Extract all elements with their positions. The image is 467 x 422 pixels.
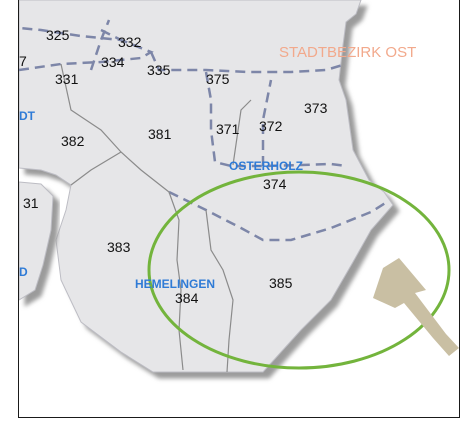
partial-district-label: DT xyxy=(19,109,36,123)
area-number-label[interactable]: 373 xyxy=(304,100,328,116)
area-number-label[interactable]: 335 xyxy=(147,62,171,78)
area-number-label[interactable]: 385 xyxy=(269,275,293,291)
partial-district-label: D xyxy=(19,265,28,279)
land-area xyxy=(19,0,394,373)
district-label-osterholz[interactable]: OSTERHOLZ xyxy=(229,159,303,173)
land-area-left xyxy=(19,181,54,301)
area-number-label[interactable]: 334 xyxy=(101,54,125,70)
region-label: STADTBEZIRK OST xyxy=(279,44,416,61)
area-number-label[interactable]: 331 xyxy=(55,71,79,87)
area-number-label[interactable]: 374 xyxy=(263,176,287,192)
area-number-label: 7 xyxy=(19,53,27,69)
area-number-label[interactable]: 382 xyxy=(61,133,85,149)
district-label-hemelingen[interactable]: HEMELINGEN xyxy=(135,277,215,291)
area-boundaries xyxy=(60,63,252,373)
area-number-label[interactable]: 31 xyxy=(23,195,39,211)
district-map[interactable]: STADTBEZIRK OST OSTERHOLZ HEMELINGEN DT … xyxy=(19,0,460,418)
map-frame: STADTBEZIRK OST OSTERHOLZ HEMELINGEN DT … xyxy=(18,0,460,418)
highlight-ellipse xyxy=(147,170,451,370)
area-number-label[interactable]: 375 xyxy=(206,71,230,87)
area-numbers: 325 332 334 335 331 375 373 371 372 382 … xyxy=(19,27,328,306)
area-number-label[interactable]: 383 xyxy=(107,239,131,255)
area-number-label[interactable]: 332 xyxy=(118,34,142,50)
district-boundaries xyxy=(19,19,388,242)
area-number-label[interactable]: 371 xyxy=(216,121,240,137)
pointer-arrow-icon xyxy=(373,258,459,356)
area-number-label[interactable]: 384 xyxy=(175,290,199,306)
area-number-label[interactable]: 372 xyxy=(259,118,283,134)
area-number-label[interactable]: 325 xyxy=(46,27,70,43)
area-number-label[interactable]: 381 xyxy=(148,126,172,142)
